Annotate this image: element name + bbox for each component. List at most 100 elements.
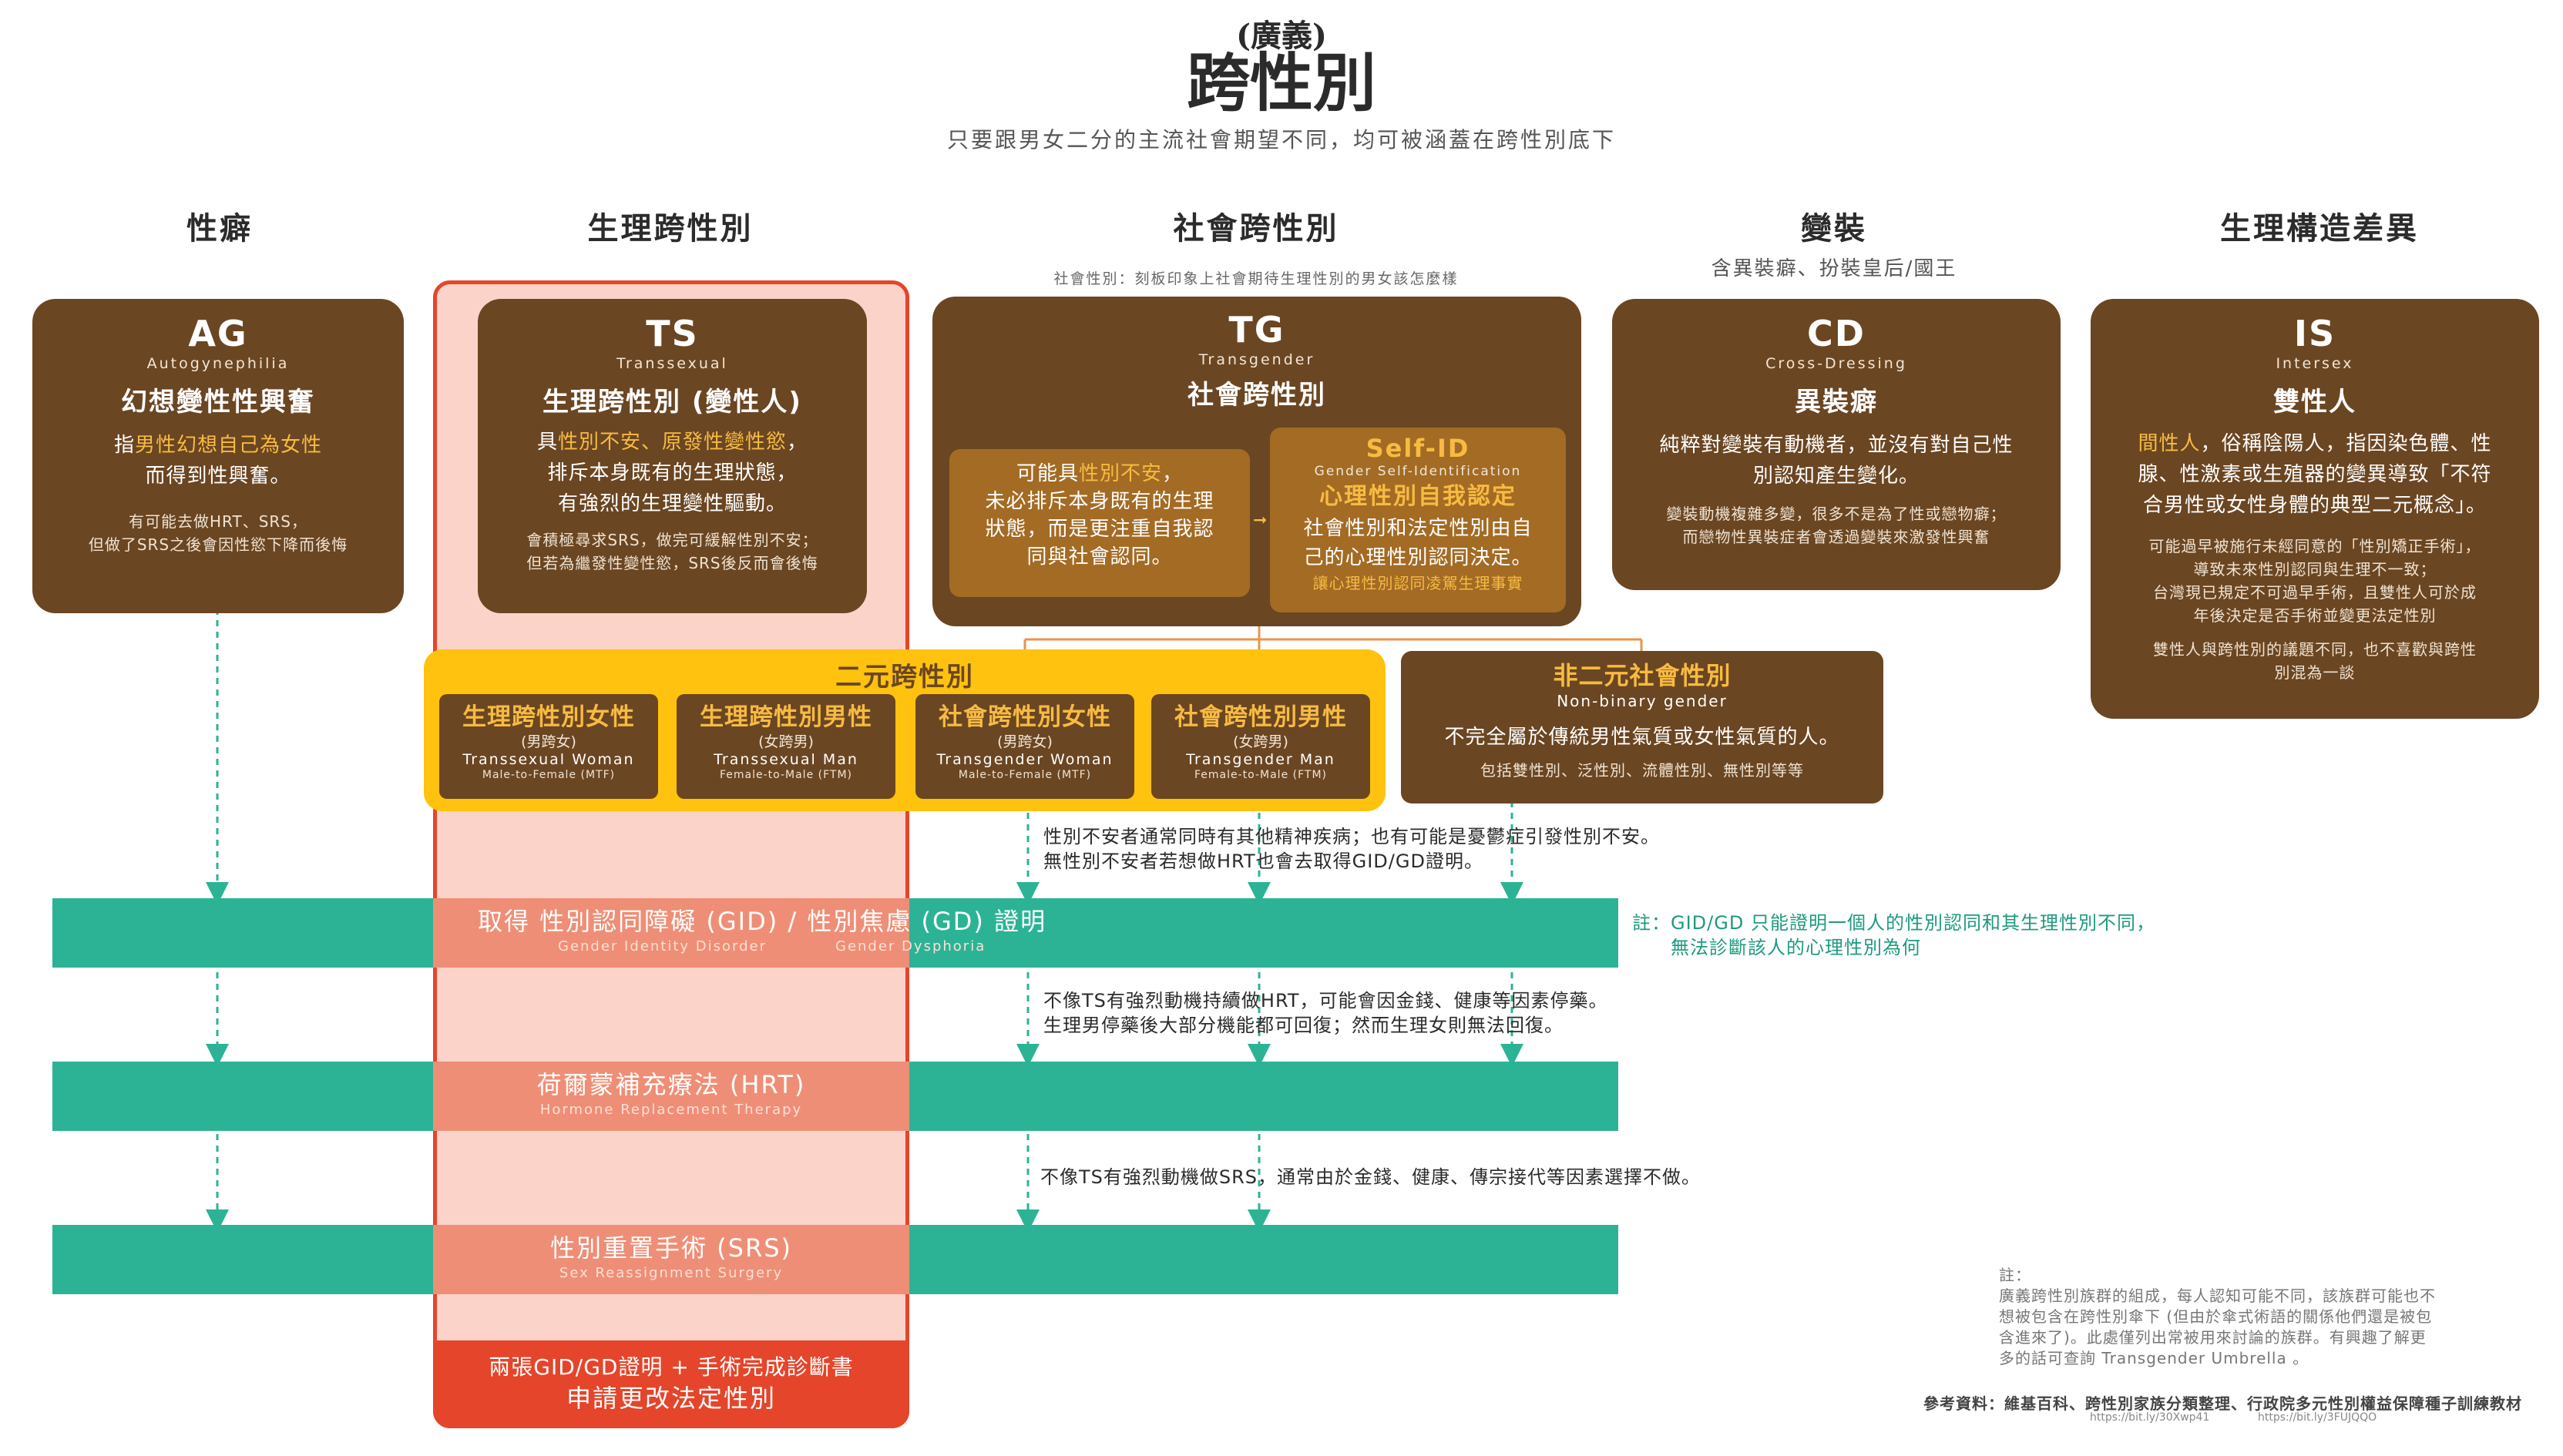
- footnote-head: 註：: [1999, 1266, 2031, 1284]
- binary-item: 社會跨性別男性 (女跨男) Transgender Man Female-to-…: [1151, 694, 1370, 799]
- binary-item-en2: Male-to-Female (MTF): [958, 769, 1092, 781]
- ag-note-1: 有可能去做HRT、SRS，: [129, 512, 307, 531]
- bar-hrt-en: Hormone Replacement Therapy: [539, 1102, 803, 1118]
- cd-note-2: 而戀物性異裝症者會透過變裝來激發性興奮: [1682, 528, 1990, 546]
- note-gid-side-1: 註：GID/GD 只能證明一個人的性別認同和其生理性別不同，: [1632, 912, 2155, 934]
- is-note-2: 導致未來性別認同與生理不一致；: [2193, 560, 2437, 579]
- tg-description-box: 可能具性別不安， 未必排斥本身既有的生理 狀態，而是更注重自我認 同與社會認同。: [949, 449, 1250, 597]
- is-desc-1: ，俗稱陰陽人，指因染色體、性: [2200, 432, 2492, 455]
- card-ag: AG Autogynephilia 幻想變性性興奮 指男性幻想自己為女性 而得到…: [32, 299, 404, 613]
- binary-item-sub: (女跨男): [758, 733, 814, 750]
- reference-link-2[interactable]: https://bit.ly/3FUJQQO: [2258, 1411, 2377, 1424]
- ts-desc-2: 排斥本身既有的生理狀態，: [547, 461, 798, 485]
- column-social-subtitle: 社會性別：刻板印象上社會期待生理性別的男女該怎麼樣: [1053, 270, 1459, 287]
- column-physical: 生理跨性別: [587, 211, 754, 247]
- bar-gid-label: 取得 性別認同障礙 (GID) / 性別焦慮 (GD) 證明: [478, 907, 1047, 936]
- binary-item-zh: 生理跨性別男性: [700, 703, 872, 731]
- is-en: Intersex: [2276, 355, 2354, 372]
- cd-note-1: 變裝動機複雜多變，很多不是為了性或戀物癖；: [1666, 505, 2007, 523]
- nonbinary-zh: 非二元社會性別: [1553, 661, 1732, 690]
- reference-link-1[interactable]: https://bit.ly/30Xwp41: [2090, 1411, 2210, 1424]
- is-desc-highlight: 間性人: [2138, 432, 2201, 455]
- is-note-3: 台灣現已規定不可過早手術，且雙性人可於成: [2153, 583, 2477, 602]
- binary-item-en2: Female-to-Male (FTM): [1194, 769, 1327, 781]
- ag-abbr: AG: [188, 313, 248, 354]
- ag-zh: 幻想變性性興奮: [121, 387, 315, 418]
- bar-gid-ts-segment: [433, 898, 909, 968]
- tg-zh: 社會跨性別: [1187, 380, 1326, 411]
- self-id-zh: 心理性別自我認定: [1319, 483, 1517, 510]
- binary-group: 二元跨性別 生理跨性別女性 (男跨女) Transsexual Woman Ma…: [424, 649, 1386, 811]
- is-desc-2: 腺、性激素或生殖器的變異導致「不符: [2138, 463, 2492, 486]
- binary-item-sub: (男跨女): [997, 733, 1053, 750]
- bar-srs-ts-segment: [433, 1225, 909, 1294]
- footnote-line-4: 多的話可查詢 Transgender Umbrella 。: [1999, 1349, 2309, 1367]
- cd-desc-1: 純粹對變裝有動機者，並沒有對自己性: [1659, 434, 2014, 457]
- is-note-4: 年後決定是否手術並變更法定性別: [2193, 606, 2437, 625]
- page-subtitle: 只要跟男女二分的主流社會期望不同，均可被涵蓋在跨性別底下: [946, 127, 1616, 153]
- ts-desc-b: ，: [787, 431, 808, 454]
- ts-desc-3: 有強烈的生理變性驅動。: [557, 492, 787, 515]
- bar-hrt-label: 荷爾蒙補充療法 (HRT): [536, 1070, 806, 1099]
- tg-desc-4: 同與社會認同。: [1026, 545, 1173, 569]
- tg-desc-3: 狀態，而是更注重自我認: [985, 518, 1214, 541]
- nonbinary-desc: 不完全屬於傳統男性氣質或女性氣質的人。: [1444, 726, 1840, 749]
- card-is: IS Intersex 雙性人 間性人，俗稱陰陽人，指因染色體、性 腺、性激素或…: [2091, 299, 2539, 719]
- self-id-desc-2: 己的心理性別認同決定。: [1303, 546, 1533, 569]
- card-cd: CD Cross-Dressing 異裝癖 純粹對變裝有動機者，並沒有對自己性 …: [1612, 299, 2061, 590]
- card-tg: TG Transgender 社會跨性別 可能具性別不安， 未必排斥本身既有的生…: [932, 297, 1581, 626]
- page-title: 跨性別: [1186, 46, 1376, 120]
- legal-change-line-2: 申請更改法定性別: [566, 1384, 776, 1413]
- ag-desc-2: 而得到性興奮。: [145, 465, 291, 488]
- note-srs-1: 不像TS有強烈動機做SRS，通常由於金錢、健康、傳宗接代等因素選擇不做。: [1040, 1166, 1701, 1188]
- bar-hrt-ts-segment: [433, 1062, 909, 1131]
- binary-item: 社會跨性別女性 (男跨女) Transgender Woman Male-to-…: [915, 694, 1134, 799]
- binary-item-zh: 生理跨性別女性: [462, 703, 635, 731]
- nonbinary-note: 包括雙性別、泛性別、流體性別、無性別等等: [1480, 761, 1804, 780]
- is-note-1: 可能過早被施行未經同意的「性別矯正手術」，: [2148, 537, 2481, 555]
- ag-en: Autogynephilia: [146, 355, 290, 372]
- note-gid-2: 無性別不安者若想做HRT也會去取得GID/GD證明。: [1043, 850, 1483, 872]
- self-id-title: Self-ID: [1365, 434, 1470, 463]
- self-id-box: Self-ID Gender Self-Identification 心理性別自…: [1270, 428, 1566, 612]
- column-crossdress-subtitle: 含異裝癖、扮裝皇后/國王: [1711, 257, 1957, 280]
- footnote-line-2: 想被包含在跨性別傘下 (但由於傘式術語的關係他們還是被包: [1999, 1307, 2433, 1326]
- cd-desc-2: 別認知產生變化。: [1752, 465, 1920, 488]
- footnote-line-3: 含進來了)。此處僅列出常被用來討論的族群。有興趣了解更: [1999, 1328, 2427, 1347]
- self-id-note: 讓心理性別認同凌駕生理事實: [1312, 574, 1523, 592]
- ts-abbr: TS: [646, 313, 699, 354]
- bar-gid-en-1: Gender Identity Disorder: [558, 938, 767, 954]
- note-gid-side-2: 無法診斷該人的心理性別為何: [1671, 937, 1921, 958]
- legal-change-box: 兩張GID/GD證明 + 手術完成診斷書 申請更改法定性別: [433, 1340, 909, 1428]
- tg-desc-b: ，: [1162, 462, 1184, 485]
- nonbinary-en: Non-binary gender: [1557, 692, 1728, 710]
- note-hrt-1: 不像TS有強烈動機持續做HRT，可能會因金錢、健康等因素停藥。: [1043, 990, 1608, 1011]
- ag-desc-prefix: 指: [113, 434, 135, 457]
- ts-desc-a: 具: [536, 431, 558, 454]
- legal-change-line-1: 兩張GID/GD證明 + 手術完成診斷書: [489, 1354, 854, 1380]
- binary-item-en: Transgender Man: [1186, 751, 1335, 768]
- binary-item-en: Transsexual Man: [714, 751, 858, 768]
- is-note-5: 雙性人與跨性別的議題不同，也不喜歡與跨性: [2153, 640, 2477, 659]
- tg-desc-a: 可能具: [1016, 462, 1079, 485]
- footnote: 註： 廣義跨性別族群的組成，每人認知可能不同，該族群可能也不 想被包含在跨性別傘…: [1999, 1265, 2436, 1369]
- bar-srs-en: Sex Reassignment Surgery: [559, 1265, 784, 1281]
- note-gid-1: 性別不安者通常同時有其他精神疾病；也有可能是憂鬱症引發性別不安。: [1043, 826, 1660, 847]
- bar-gid-en-2: Gender Dysphoria: [835, 938, 986, 954]
- self-id-en: Gender Self-Identification: [1314, 464, 1522, 479]
- cd-zh: 異裝癖: [1795, 387, 1878, 418]
- tg-desc-highlight: 性別不安: [1078, 462, 1162, 485]
- ts-note-2: 但若為繼發性變性慾，SRS後反而會後悔: [526, 554, 818, 572]
- reference-text: 參考資料：維基百科、跨性別家族分類整理、行政院多元性別權益保障種子訓練教材: [1923, 1394, 2522, 1413]
- cd-en: Cross-Dressing: [1765, 355, 1907, 372]
- bar-srs-label: 性別重置手術 (SRS): [549, 1233, 792, 1263]
- binary-item-en2: Female-to-Male (FTM): [719, 769, 852, 781]
- is-note-6: 別混為一談: [2274, 663, 2356, 682]
- binary-item: 生理跨性別男性 (女跨男) Transsexual Man Female-to-…: [677, 694, 895, 799]
- column-fetish: 性癖: [186, 211, 253, 247]
- column-social: 社會跨性別: [1173, 211, 1339, 247]
- binary-item-en: Transgender Woman: [936, 751, 1114, 768]
- ts-desc-highlight: 性別不安、原發性變性慾: [557, 431, 787, 454]
- binary-item-zh: 社會跨性別女性: [939, 703, 1111, 731]
- binary-group-label: 二元跨性別: [835, 662, 974, 693]
